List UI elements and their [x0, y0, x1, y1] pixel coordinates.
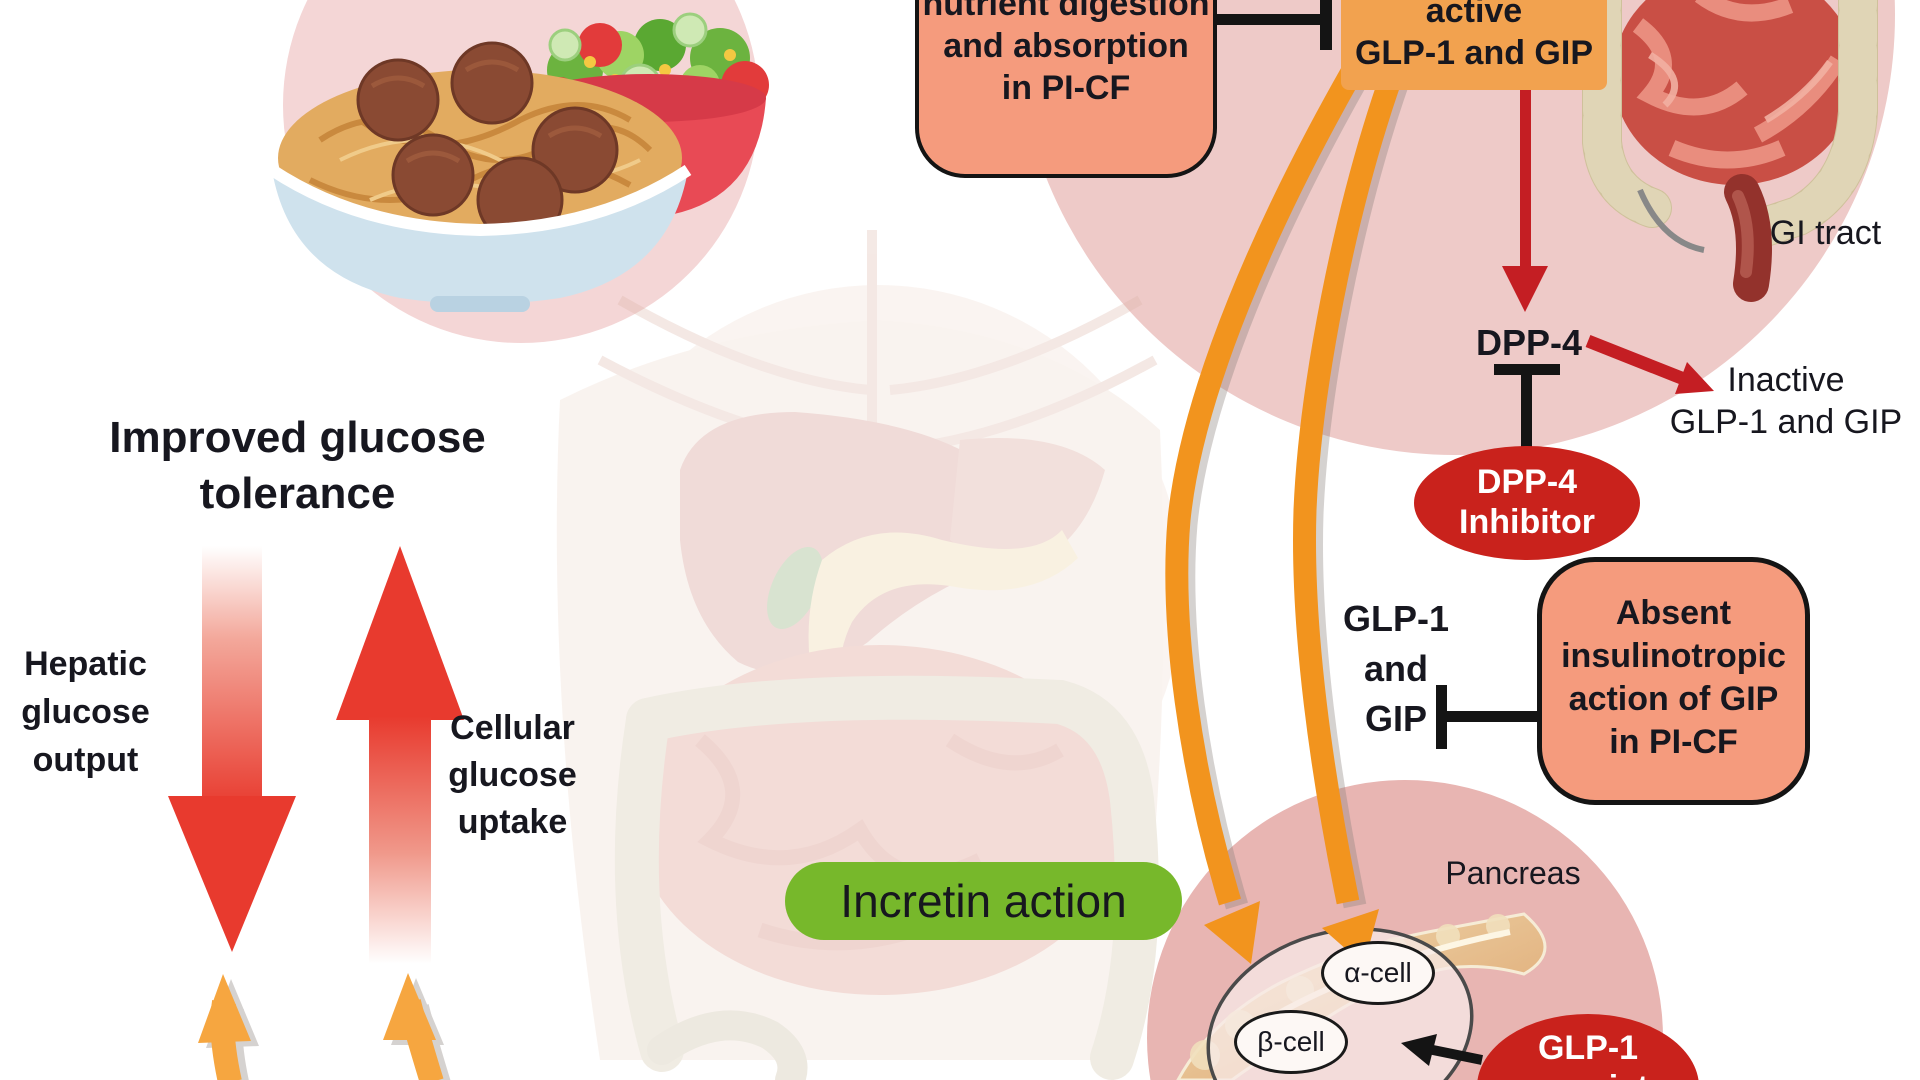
hepatic-glucose-label: Hepatic glucose output — [8, 640, 163, 784]
incretin-ribbon-arrows — [1165, 66, 1411, 965]
impaired-digestion-line2: and absorption — [943, 27, 1189, 65]
inactive-arrow — [1585, 334, 1714, 394]
inactive-line2: GLP-1 and GIP — [1669, 403, 1903, 441]
active-incretins-box: active GLP-1 and GIP — [1341, 0, 1607, 90]
hepatic-line3: output — [32, 741, 139, 779]
beta-cell-ellipse: β-cell — [1234, 1010, 1348, 1074]
hepatic-down-arrow — [168, 546, 296, 952]
glp1-gip-line3: GIP — [1364, 698, 1427, 739]
glp1-gip-line2: and — [1363, 648, 1428, 689]
food-illustration — [268, 12, 769, 312]
alpha-cell-ellipse: α-cell — [1321, 941, 1435, 1005]
hepatic-line1: Hepatic — [24, 645, 147, 683]
spaghetti-bowl-icon — [268, 41, 692, 312]
incretin-action-box: Incretin action — [785, 862, 1182, 940]
impaired-digestion-line3: in PI-CF — [1001, 69, 1131, 107]
absent-line1: Absent — [1615, 594, 1732, 632]
pancreas-label: Pancreas — [1445, 855, 1581, 891]
gi-tract-label: GI tract — [1769, 214, 1882, 252]
dpp4-inhibitor-pill: DPP-4 Inhibitor — [1414, 446, 1640, 560]
absent-line4: in PI-CF — [1609, 723, 1738, 761]
absent-line3: action of GIP — [1568, 680, 1779, 718]
ribbon-arrowhead-left — [1204, 901, 1260, 964]
glp1-agonist-line1: GLP-1 — [1537, 1029, 1639, 1067]
glp1-gip-label: GLP-1 and GIP — [1338, 594, 1454, 744]
cellular-up-arrow — [336, 546, 464, 964]
improved-line2: tolerance — [199, 469, 396, 518]
cellular-glucose-label: Cellular glucose uptake — [425, 705, 600, 846]
glp1-gip-line1: GLP-1 — [1342, 598, 1449, 639]
absent-line2: insulinotropic — [1561, 637, 1786, 675]
inactive-incretins-label: Inactive GLP-1 and GIP — [1655, 359, 1917, 443]
dpp4-inhibitor-line2: Inhibitor — [1459, 503, 1595, 541]
active-incretins-line1: active — [1425, 0, 1523, 30]
orange-up-arrows — [198, 973, 451, 1080]
dpp4-degradation-arrow — [1502, 88, 1548, 312]
cellular-line3: uptake — [457, 803, 568, 841]
improved-line1: Improved glucose — [109, 413, 486, 462]
glp1-agonist-arrow — [1401, 1034, 1483, 1066]
inhibition-tbar-dpp4 — [1494, 364, 1560, 449]
inhibition-tbar-gip — [1436, 685, 1538, 749]
cellular-line1: Cellular — [450, 709, 575, 747]
active-incretins-line2: GLP-1 and GIP — [1354, 34, 1594, 72]
gi-tract-illustration — [1582, 0, 1878, 302]
dpp4-label: DPP-4 — [1475, 322, 1583, 363]
absent-action-box: Absent insulinotropic action of GIP in P… — [1537, 557, 1810, 805]
dpp4-inhibitor-line1: DPP-4 — [1476, 463, 1578, 501]
alpha-cell-label: α-cell — [1344, 957, 1412, 988]
hepatic-line2: glucose — [21, 693, 150, 731]
beta-cell-label: β-cell — [1257, 1026, 1325, 1057]
impaired-digestion-box: nutrient digestion and absorption in PI-… — [915, 0, 1217, 178]
impaired-digestion-line1: nutrient digestion — [922, 0, 1210, 23]
faded-torso-illustration — [556, 230, 1183, 1080]
glp1-agonist-line2: agonist — [1477, 1068, 1699, 1080]
inactive-line1: Inactive — [1727, 361, 1845, 399]
improved-glucose-heading: Improved glucose tolerance — [95, 410, 500, 522]
cellular-line2: glucose — [448, 756, 577, 794]
inhibition-tbar-digestion — [1217, 0, 1332, 50]
